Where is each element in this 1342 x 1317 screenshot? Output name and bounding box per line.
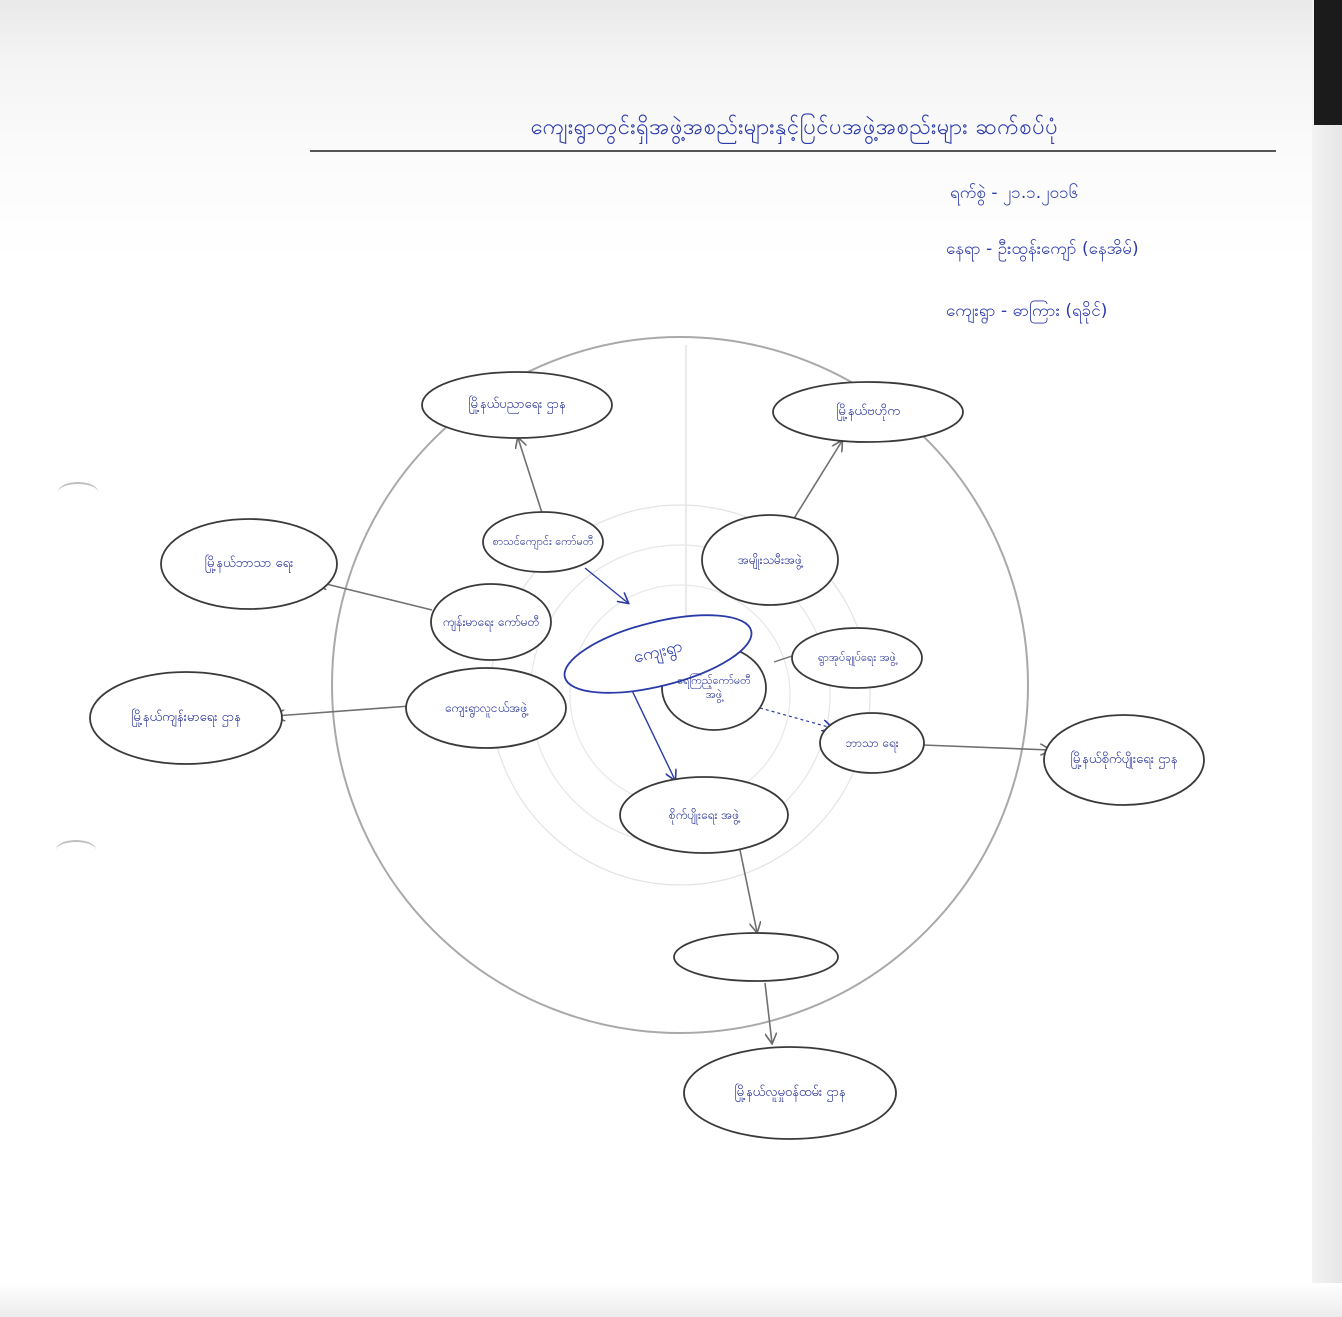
meta-location: နေရာ - ဦးထွန်းကျော် (နေအိမ်) [946, 239, 1139, 259]
connector-arrow [275, 705, 411, 716]
node-bottom-link [673, 932, 839, 982]
connector-arrow [625, 677, 675, 780]
punch-hole-mark [56, 840, 96, 860]
meta-date: ရက်စွဲ - ၂၁.၁.၂၀၁၆ [950, 183, 1079, 203]
outer-node-label: မြို့နယ်ပညာရေး ဌာန [468, 397, 566, 412]
connector-arrow [759, 707, 832, 728]
scan-bottom-edge [0, 1283, 1342, 1317]
inner-node-label: အမျိုးသမီးအဖွဲ့ [738, 553, 802, 567]
node-outer-ngo [772, 381, 964, 443]
inner-node-label: ကျေးရွာလူငယ်အဖွဲ့ [444, 701, 528, 715]
title-underline [310, 150, 1276, 152]
connector-arrow [792, 441, 842, 521]
inner-node-label: ရေကြည့်ကော်မတီ အဖွဲ့ [677, 674, 751, 701]
inner-node-label: ဘာသာ ရေး [845, 736, 899, 750]
outer-node-label: မြို့နယ်ကျန်းမာရေး ဌာန [131, 710, 241, 725]
node-inner-school [482, 511, 604, 573]
node-outer-religion [160, 518, 338, 610]
node-inner-clinic [430, 583, 552, 661]
outer-node-label: မြို့နယ်စိုက်ပျိုးရေး ဌာန [1070, 752, 1178, 767]
node-outer-agri [1043, 714, 1205, 806]
scan-edge [1312, 0, 1342, 1317]
outer-node-label: မြို့နယ်ဗဟိုက [836, 404, 900, 419]
node-inner-youth [405, 667, 567, 749]
outer-node-label: မြို့နယ်ဘာသာ ရေး [204, 556, 294, 571]
connector-arrow [739, 849, 757, 932]
connector-arrow [318, 582, 433, 611]
outer-node-label: မြို့နယ်လူမှုဝန်ထမ်း ဌာန [734, 1085, 846, 1100]
inner-node-label: ရွာအုပ်ချုပ်ရေး အဖွဲ့ [818, 651, 896, 664]
connector-arrow [764, 982, 772, 1043]
inner-node-label: စိုက်ပျိုးရေး အဖွဲ့ [668, 808, 740, 822]
scan-dark-corner [1314, 0, 1342, 125]
node-inner-admin [791, 627, 923, 689]
connector-arrow [518, 438, 544, 517]
page-title: ကျေးရွာတွင်းရှိအဖွဲ့အစည်းများနှင့်ပြင်ပအ… [530, 115, 1059, 140]
node-outer-education [421, 371, 613, 439]
connector-arrow [584, 567, 628, 603]
node-outer-social [683, 1046, 897, 1140]
node-outer-health [89, 671, 283, 765]
inner-node-label: စာသင်ကျောင်း ကော်မတီ [492, 535, 594, 548]
inner-node-label: ကျန်းမာရေး ကော်မတီ [442, 615, 540, 629]
node-center-village [563, 614, 753, 694]
connector-arrow [922, 745, 1050, 750]
node-inner-women [701, 514, 839, 606]
node-inner-religion [819, 712, 925, 774]
punch-hole-mark [58, 482, 98, 502]
meta-village: ကျေးရွာ - ဓာကြား (ရခိုင်) [946, 301, 1108, 321]
village-boundary-circle [331, 336, 1029, 1034]
node-inner-agri [619, 776, 789, 854]
